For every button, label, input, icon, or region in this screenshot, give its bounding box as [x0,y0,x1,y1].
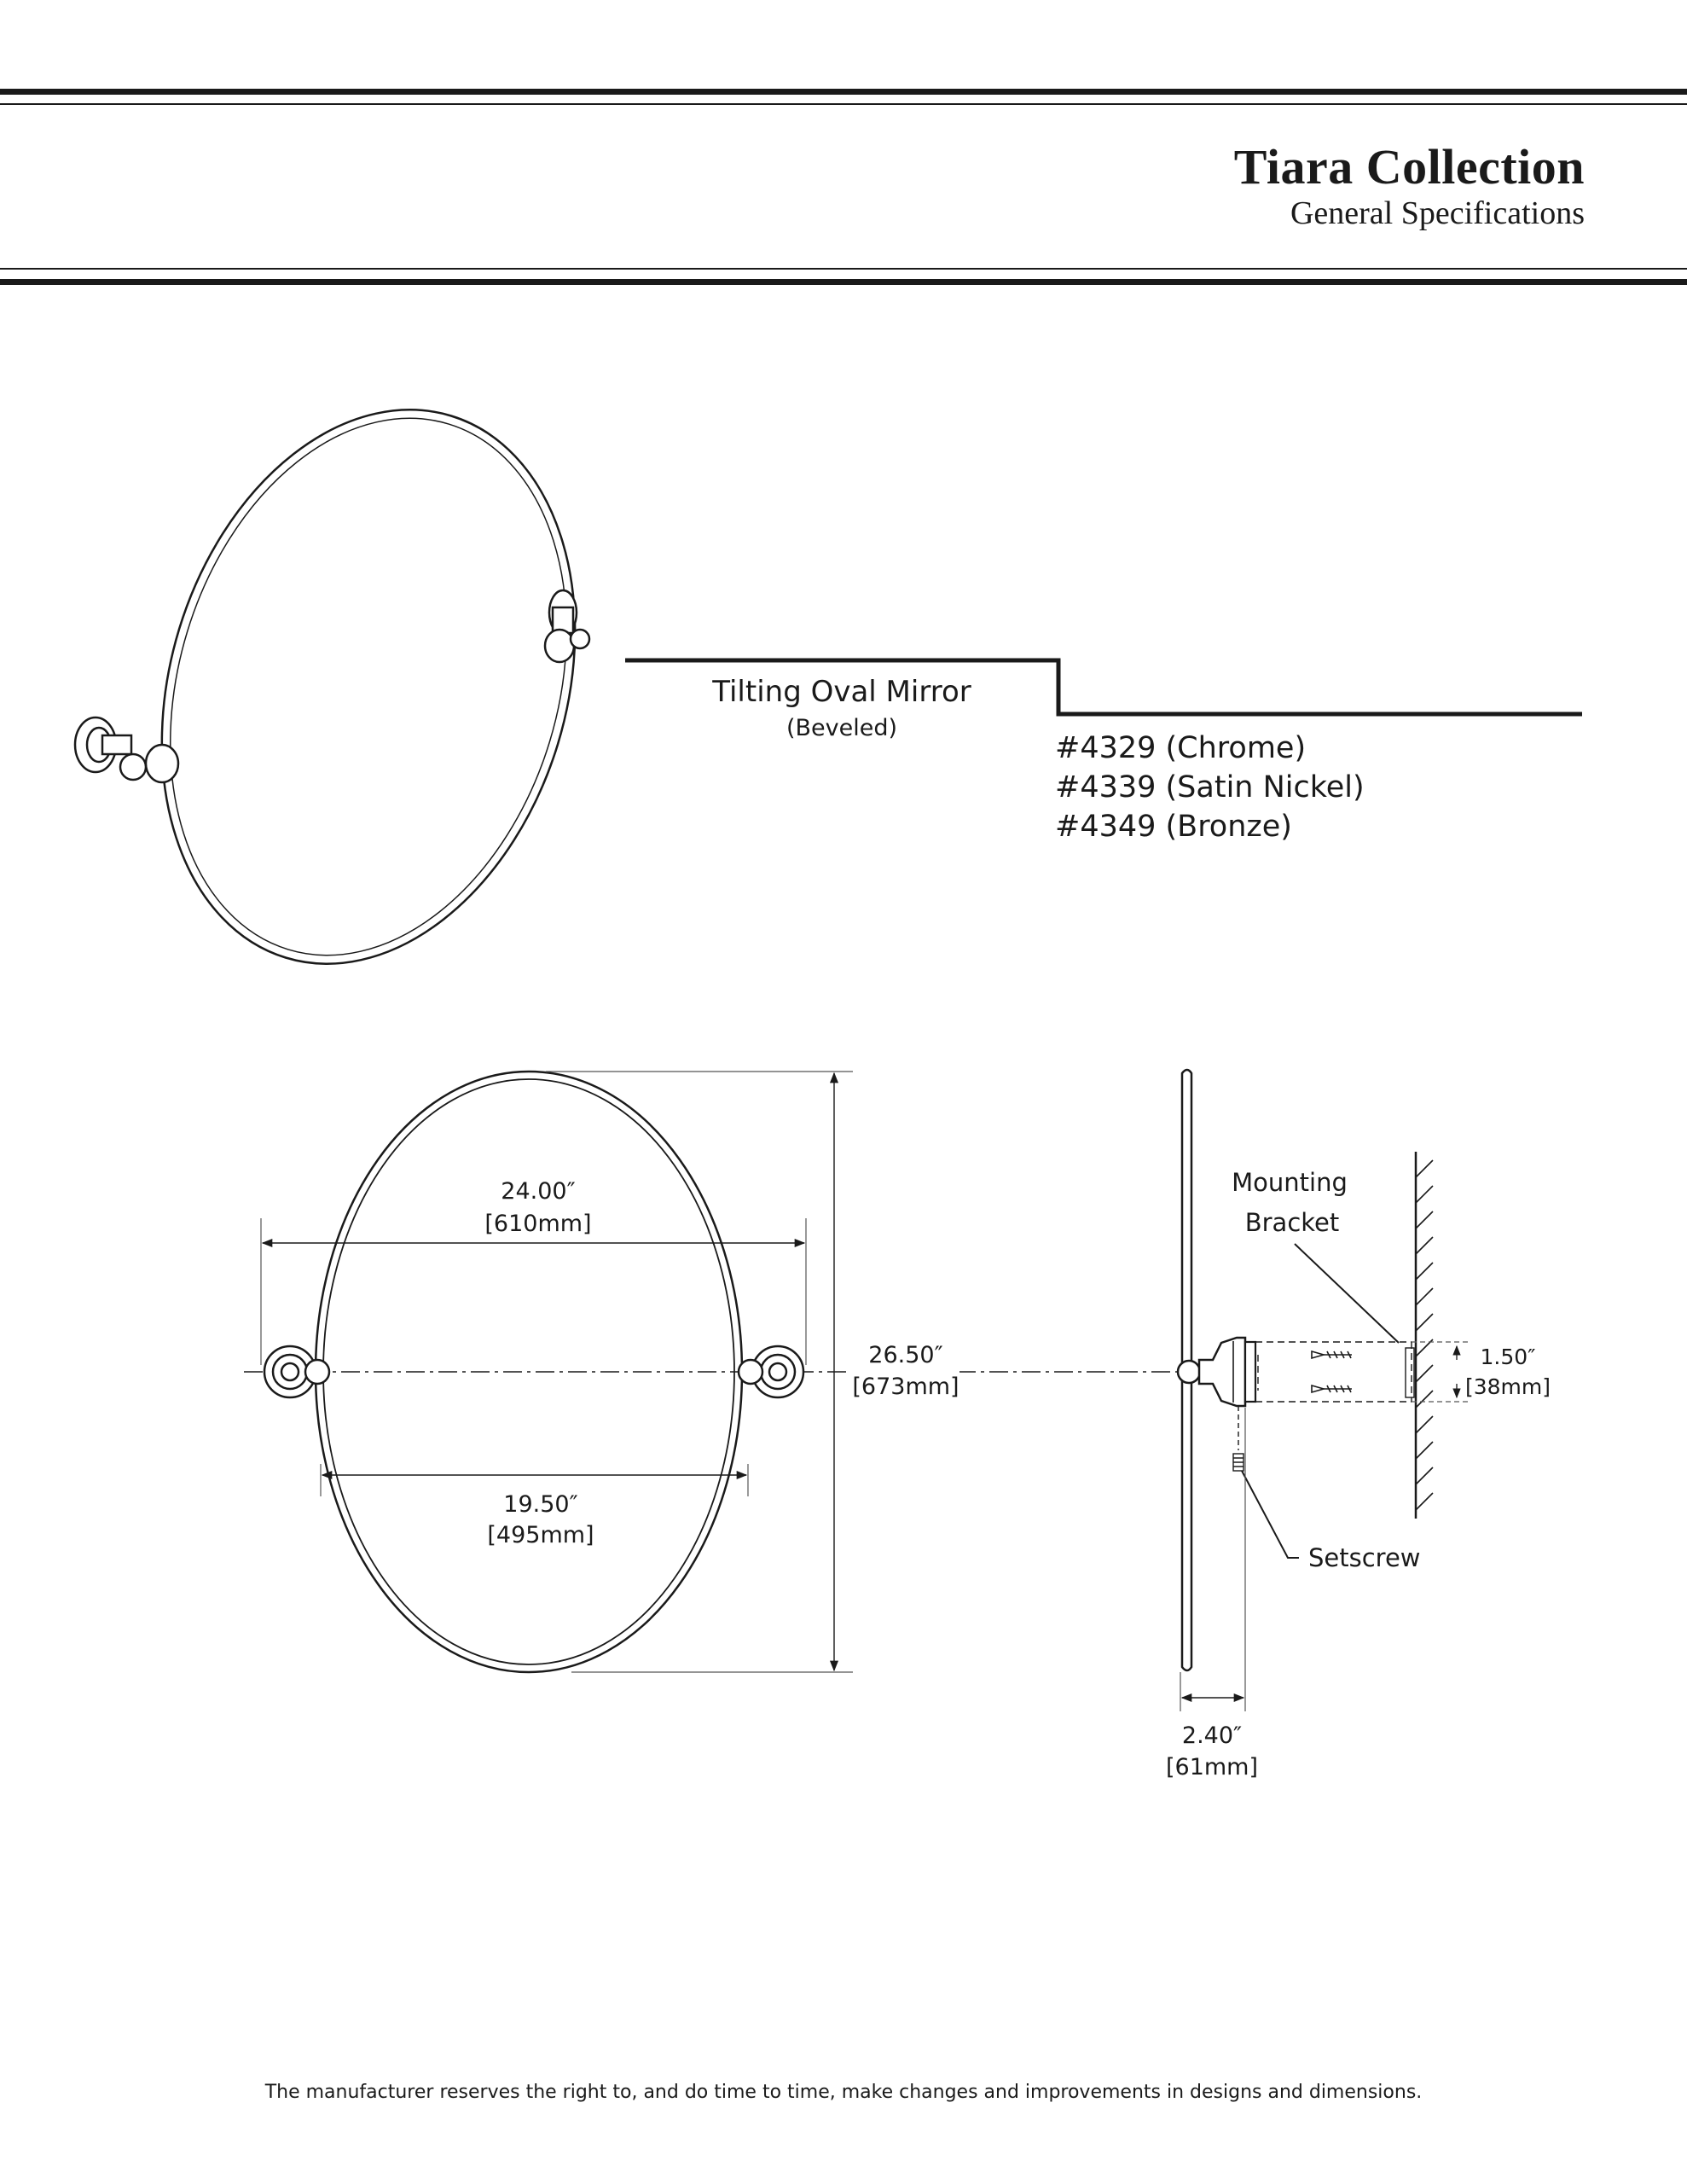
header-rule-top-thick [0,89,1687,95]
projection-mm: [61mm] [1166,1754,1258,1780]
mounting-bracket-label-2: Bracket [1245,1208,1340,1237]
side-setscrew [1232,1406,1244,1472]
setscrew-label: Setscrew [1308,1543,1421,1572]
side-mounting-bracket-hidden [1255,1341,1412,1403]
overall-width-in: 24.00″ [501,1178,575,1205]
perspective-bracket-right [543,589,591,664]
header-rule-bottom-thick [0,279,1687,285]
front-bracket-left [263,1345,331,1399]
front-bracket-right [737,1345,805,1399]
height-label-bg [849,1338,959,1399]
model-bronze: #4349 (Bronze) [1055,810,1292,844]
mounting-bracket-label-1: Mounting [1232,1168,1348,1197]
side-screws [1311,1350,1352,1394]
perspective-bracket-left [73,716,180,784]
mirror-width-in: 19.50″ [503,1491,577,1518]
model-satin-nickel: #4339 (Satin Nickel) [1055,770,1365,804]
front-extension-lines [260,1071,853,1673]
page-title: Tiara Collection [1233,139,1585,195]
mounting-bracket-leader [1294,1243,1400,1344]
setscrew-leader [1241,1470,1299,1559]
height-mm: [673mm] [852,1374,959,1400]
side-bracket-body [1197,1336,1247,1408]
footer-disclaimer: The manufacturer reserves the right to, … [264,2082,1423,2103]
side-view [1176,1068,1469,1711]
header-rule-top-thin [0,103,1687,105]
perspective-mirror-outline [160,409,577,965]
perspective-view [73,409,591,965]
page-subtitle: General Specifications [1290,195,1585,231]
title-leader-lines [625,658,1582,717]
overall-width-mm: [610mm] [484,1211,591,1237]
bracket-depth-in: 1.50″ [1480,1345,1535,1369]
height-in: 26.50″ [868,1342,942,1368]
model-chrome: #4329 (Chrome) [1055,731,1306,765]
dim-projection [1180,1408,1246,1711]
dim-bracket-depth [1412,1341,1469,1403]
product-note: (Beveled) [786,715,897,741]
side-wall [1414,1152,1434,1519]
bracket-depth-mm: [38mm] [1465,1374,1551,1399]
front-view [244,1070,1177,1674]
projection-in: 2.40″ [1182,1722,1242,1749]
product-name: Tilting Oval Mirror [711,675,971,709]
mirror-width-mm: [495mm] [487,1522,594,1548]
header-rule-bottom-thin [0,268,1687,270]
side-pivot [1176,1359,1202,1385]
